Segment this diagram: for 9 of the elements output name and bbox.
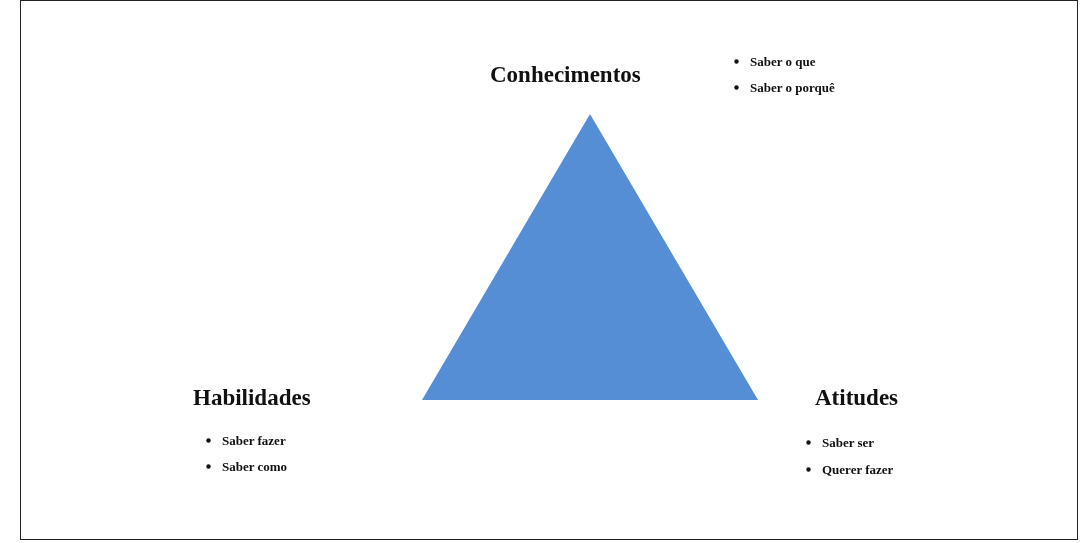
heading: Conhecimentos [490, 63, 641, 86]
heading: Atitudes [815, 386, 899, 409]
bullet-item: Saber o que [750, 55, 816, 68]
heading: Habilidades [193, 386, 311, 409]
bullet-item: Saber como [222, 460, 288, 473]
bullet-item: Saber fazer [222, 434, 286, 447]
bullet-item: Querer fazer [822, 463, 894, 476]
bullet-item: Saber ser [822, 436, 875, 449]
bullet-item: Saber o porquê [750, 81, 835, 94]
